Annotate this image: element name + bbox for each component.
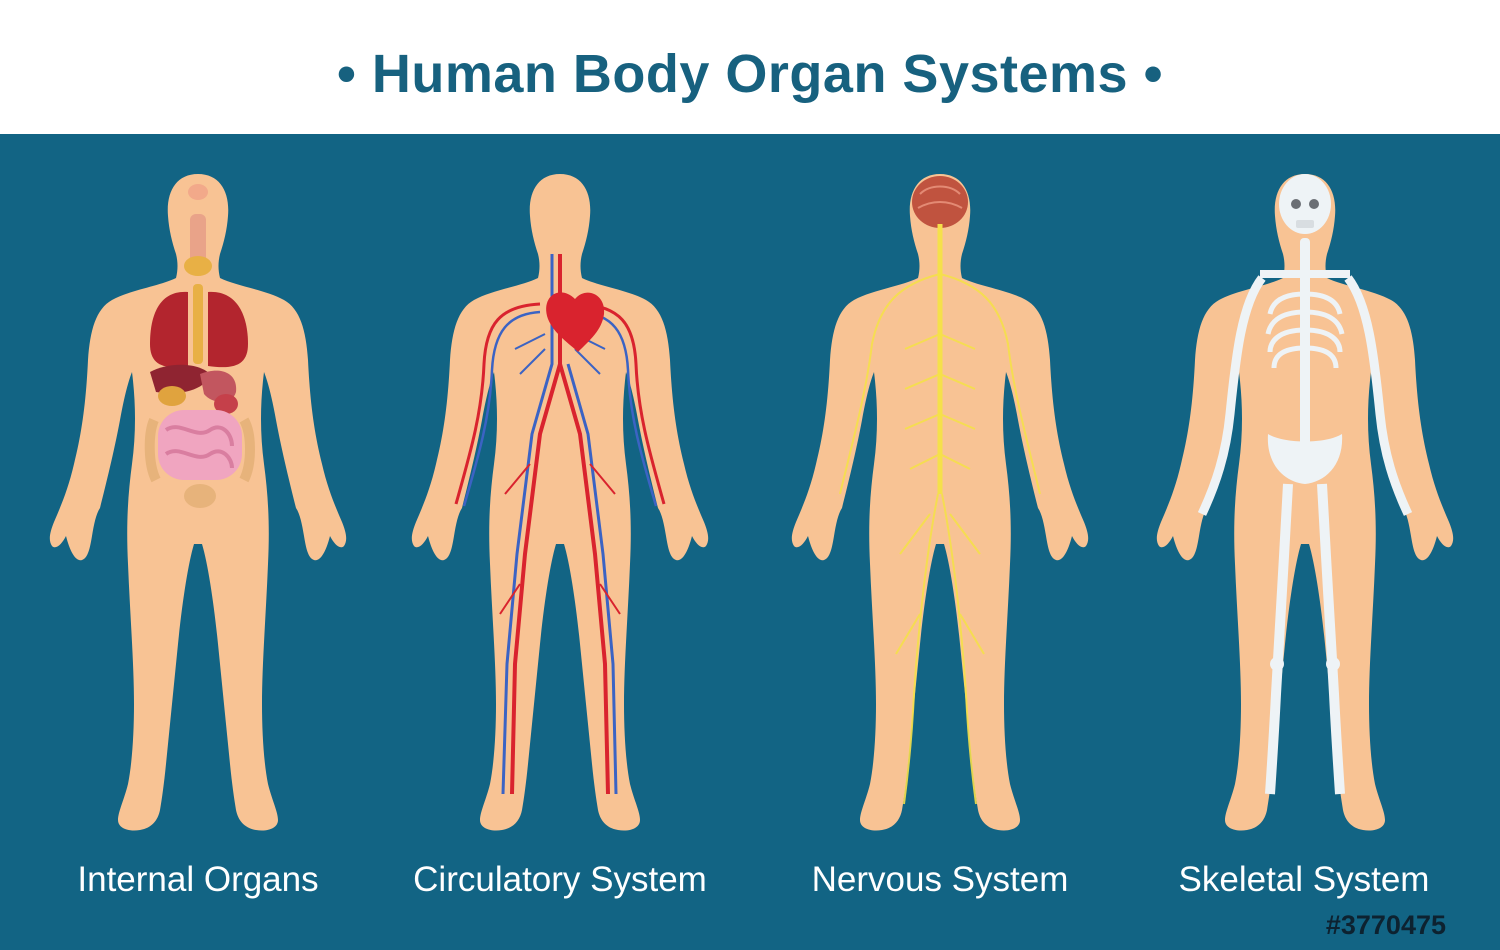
figure-circulatory-system xyxy=(411,174,709,831)
body-figures-illustration xyxy=(49,174,1454,831)
diagram-panel: Internal Organs Circulatory System Nervo… xyxy=(0,134,1500,950)
figure-skeletal-system xyxy=(1156,174,1454,831)
label-internal-organs: Internal Organs xyxy=(77,860,319,899)
label-circulatory-system: Circulatory System xyxy=(413,860,707,899)
page-title: • Human Body Organ Systems • xyxy=(336,44,1163,104)
figure-nervous-system xyxy=(791,174,1089,831)
stock-image-id: #3770475 xyxy=(1325,910,1446,940)
header-bar: • Human Body Organ Systems • xyxy=(0,0,1500,134)
figure-internal-organs xyxy=(49,174,347,831)
label-skeletal-system: Skeletal System xyxy=(1178,860,1430,899)
label-nervous-system: Nervous System xyxy=(811,860,1069,899)
